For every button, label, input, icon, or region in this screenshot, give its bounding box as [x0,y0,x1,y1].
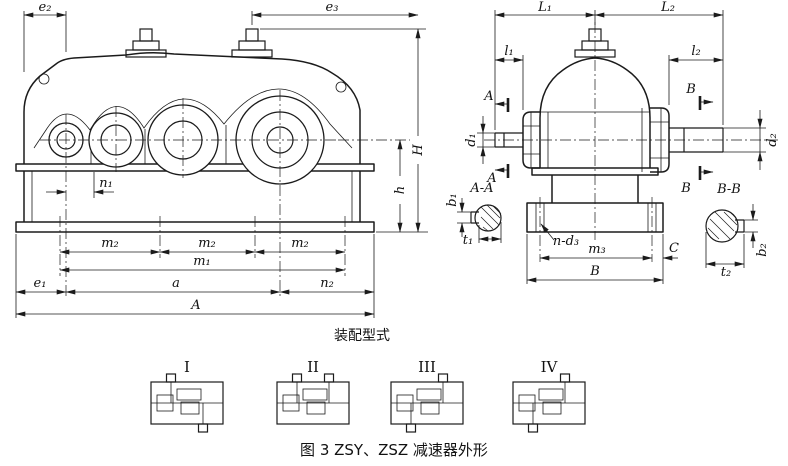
dim-C: C [669,241,679,256]
dim-d2: d₂ [765,133,780,147]
dim-m2-3: m₂ [291,236,309,251]
dim-L1: L₁ [537,0,552,15]
section-marks: A A B B [483,82,714,196]
dim-m2-1: m₂ [101,236,119,251]
dim-a: a [172,276,180,291]
dim-l2: l₂ [691,44,700,59]
dim-H: H [411,144,426,157]
assembly-type-1: I [150,358,224,433]
side-view: A A B B L₁ L₂ l₁ l₂ d₁ [445,0,780,284]
section-a-bottom-label: A [486,171,496,186]
section-a-top-label: A [483,89,493,104]
assembly-type-4-label: IV [541,358,559,376]
dim-t1: t₁ [463,233,473,248]
side-housing [494,28,724,233]
assembly-type-3: III [390,358,464,433]
front-breather-plugs [125,28,273,58]
dim-l1: l₁ [504,44,513,59]
section-title-BB: B-B [716,182,741,197]
section-detail-AA: A-A b₁ t₁ [445,181,502,248]
section-title-AA: A-A [469,181,493,196]
front-dimensions: e₂ e₃ H h n₁ m₂ m₂ m₂ [15,0,428,318]
figure-caption: 图 3 ZSY、ZSZ 减速器外形 [300,441,488,459]
dim-m3: m₃ [588,242,606,257]
assembly-type-2: II [276,358,350,425]
dim-m1: m₁ [193,254,211,269]
assembly-types: 装配型式 I II III [150,328,586,433]
dim-t2: t₂ [721,265,731,280]
dim-e1: e₁ [34,276,47,291]
dim-B: B [589,264,600,279]
lifting-eye-left [38,73,50,85]
assembly-title: 装配型式 [334,328,390,344]
side-dimensions: L₁ L₂ l₁ l₂ d₁ d₂ n-d₃ m₃ C [464,0,780,284]
front-housing-base [15,163,375,233]
dim-h: h [393,186,408,194]
front-view: e₂ e₃ H h n₁ m₂ m₂ m₂ [15,0,428,318]
side-centerlines [484,22,778,262]
assembly-type-4: IV [512,358,586,433]
dim-d1: d₁ [464,133,479,147]
dim-n-d3: n-d₃ [553,234,579,249]
dim-A: A [190,298,200,313]
dim-n1: n₁ [99,176,113,191]
section-b-top-label: B [685,82,696,97]
lifting-eye-right [335,81,347,93]
section-b-bottom-label: B [680,181,691,196]
assembly-type-1-label: I [184,358,190,376]
assembly-type-2-label: II [307,358,319,376]
dim-b2: b₂ [755,243,770,257]
dim-n2: n₂ [320,276,334,291]
section-detail-BB: B-B b₂ t₂ [705,182,770,280]
dim-b1: b₁ [445,193,460,207]
dim-L2: L₂ [660,0,675,15]
dim-e2: e₂ [39,0,52,15]
assembly-type-3-label: III [418,358,436,376]
dim-m2-2: m₂ [198,236,216,251]
dim-e3: e₃ [326,0,339,15]
